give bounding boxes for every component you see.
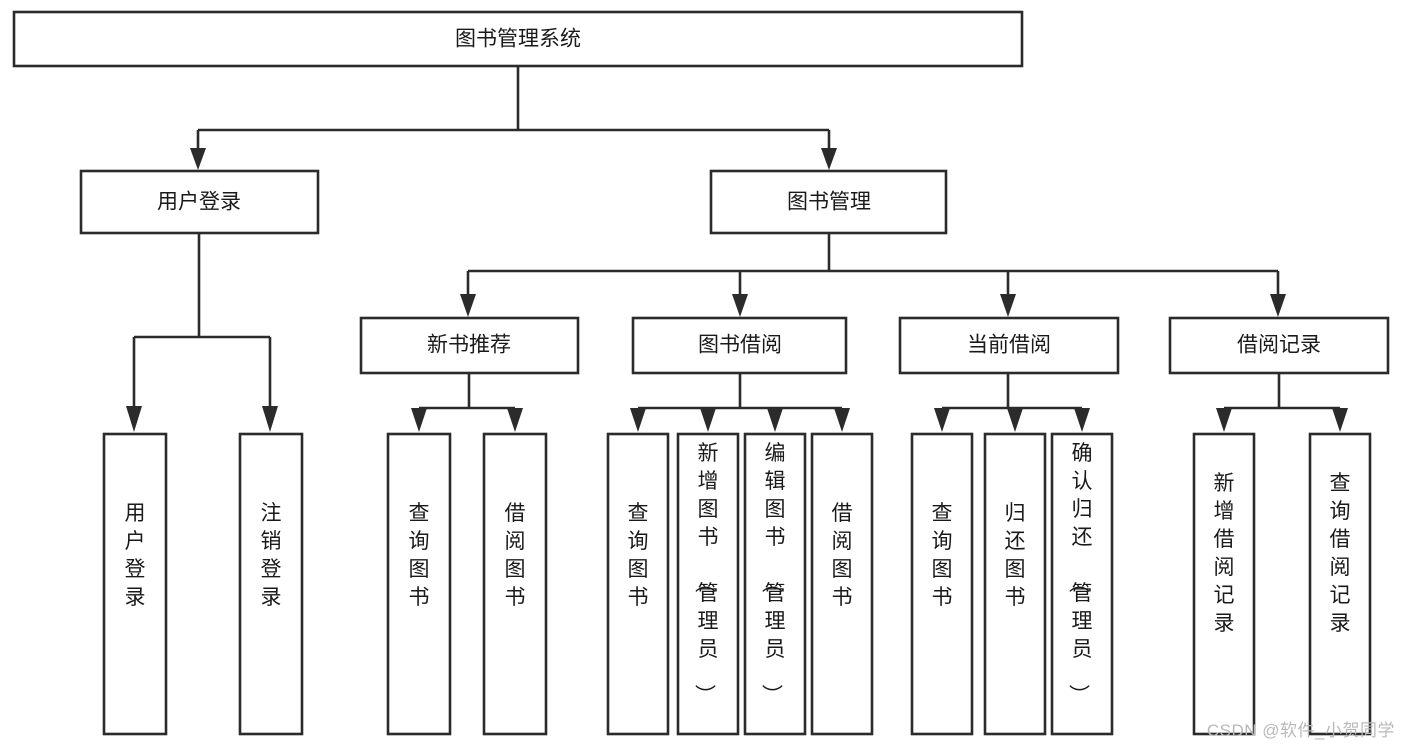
arrowhead-borrow-record bbox=[1270, 294, 1286, 317]
node-leaf-borrow-book-2[interactable]: 借阅图书 bbox=[810, 432, 874, 736]
node-root-box[interactable] bbox=[12, 10, 1024, 68]
node-leaf-user-login[interactable]: 用户登录 bbox=[102, 432, 168, 736]
arrowhead-leaf-user-login bbox=[126, 406, 142, 432]
node-leaf-query-book-2-box[interactable] bbox=[606, 432, 670, 736]
node-new-book-recommend[interactable]: 新书推荐 bbox=[359, 316, 580, 375]
arrowhead-leaf-add-book bbox=[700, 408, 716, 432]
arrowhead-user-login bbox=[190, 148, 206, 170]
node-leaf-query-borrow-record-box[interactable] bbox=[1308, 432, 1372, 736]
node-current-borrow-label: 当前借阅 bbox=[967, 334, 1051, 357]
arrowhead-current-borrow bbox=[1000, 294, 1016, 317]
node-leaf-add-borrow-record-box[interactable] bbox=[1192, 432, 1256, 736]
node-leaf-edit-book-box[interactable] bbox=[743, 432, 807, 736]
edge-layer bbox=[126, 66, 1348, 432]
node-root[interactable]: 图书管理系统 bbox=[12, 10, 1024, 68]
node-leaf-logout-login[interactable]: 注销登录 bbox=[238, 432, 304, 736]
arrowhead-book-borrow bbox=[732, 294, 748, 317]
node-leaf-borrow-book-2-box[interactable] bbox=[810, 432, 874, 736]
node-leaf-query-book-2-label: 查询图书 bbox=[628, 502, 649, 609]
node-leaf-borrow-book-2-label: 借阅图书 bbox=[832, 502, 853, 609]
node-leaf-borrow-book-1-box[interactable] bbox=[482, 432, 548, 736]
node-book-borrow[interactable]: 图书借阅 bbox=[631, 316, 848, 375]
node-leaf-query-book-1-box[interactable] bbox=[386, 432, 452, 736]
node-leaf-add-book[interactable]: 新增图书（管理员） bbox=[676, 432, 740, 736]
node-leaf-confirm-return[interactable]: 确认归还（管理员） bbox=[1050, 432, 1114, 736]
node-leaf-query-book-3[interactable]: 查询图书 bbox=[910, 432, 974, 736]
node-leaf-borrow-book-1-label: 借阅图书 bbox=[505, 502, 526, 609]
node-leaf-return-book-box[interactable] bbox=[983, 432, 1047, 736]
node-leaf-user-login-label: 用户登录 bbox=[125, 502, 146, 609]
arrowhead-leaf-edit-book bbox=[767, 408, 783, 432]
arrowhead-leaf-confirm-return bbox=[1074, 408, 1090, 432]
node-leaf-query-borrow-record[interactable]: 查询借阅记录 bbox=[1308, 432, 1372, 736]
node-new-book-recommend-label: 新书推荐 bbox=[427, 334, 511, 357]
node-book-management-label: 图书管理 bbox=[787, 191, 871, 214]
node-borrow-record-label: 借阅记录 bbox=[1237, 334, 1321, 357]
arrowhead-leaf-borrow-book-1 bbox=[507, 408, 523, 432]
node-user-login[interactable]: 用户登录 bbox=[79, 169, 320, 235]
node-borrow-record[interactable]: 借阅记录 bbox=[1168, 316, 1390, 375]
node-leaf-add-book-box[interactable] bbox=[676, 432, 740, 736]
node-root-label: 图书管理系统 bbox=[455, 28, 581, 51]
node-leaf-user-login-box[interactable] bbox=[102, 432, 168, 736]
arrowhead-leaf-query-book-2 bbox=[630, 408, 646, 432]
node-leaf-query-book-1-label: 查询图书 bbox=[409, 502, 430, 609]
arrowhead-leaf-query-borrow-record bbox=[1332, 408, 1348, 432]
leaf-nodes-layer: 用户登录 注销登录 查询图书 借阅图书 查询图书 新增图书（管理员） bbox=[102, 432, 1372, 736]
node-leaf-logout-login-box[interactable] bbox=[238, 432, 304, 736]
node-user-login-label: 用户登录 bbox=[157, 191, 241, 214]
node-leaf-confirm-return-box[interactable] bbox=[1050, 432, 1114, 736]
node-user-login-box[interactable] bbox=[79, 169, 320, 235]
node-leaf-confirm-return-label: 确认归还（管理员） bbox=[1067, 442, 1093, 705]
node-leaf-logout-login-label: 注销登录 bbox=[261, 502, 282, 609]
node-leaf-query-book-1[interactable]: 查询图书 bbox=[386, 432, 452, 736]
node-leaf-add-borrow-record-label: 新增借阅记录 bbox=[1214, 472, 1235, 635]
arrowhead-book-management bbox=[821, 148, 837, 170]
node-leaf-query-borrow-record-label: 查询借阅记录 bbox=[1330, 472, 1351, 635]
node-leaf-query-book-3-box[interactable] bbox=[910, 432, 974, 736]
node-current-borrow[interactable]: 当前借阅 bbox=[898, 316, 1120, 375]
node-book-borrow-box[interactable] bbox=[631, 316, 848, 375]
node-leaf-edit-book[interactable]: 编辑图书（管理员） bbox=[743, 432, 807, 736]
node-new-book-recommend-box[interactable] bbox=[359, 316, 580, 375]
node-leaf-add-book-label: 新增图书（管理员） bbox=[693, 442, 719, 705]
arrowhead-leaf-query-book-3 bbox=[934, 408, 950, 432]
arrowhead-leaf-query-book-1 bbox=[411, 408, 427, 432]
arrowhead-leaf-return-book bbox=[1007, 408, 1023, 432]
arrowhead-leaf-logout-login bbox=[262, 406, 278, 432]
node-leaf-edit-book-label: 编辑图书（管理员） bbox=[760, 442, 786, 705]
node-leaf-query-book-3-label: 查询图书 bbox=[932, 502, 953, 609]
arrowhead-leaf-add-borrow-record bbox=[1216, 408, 1232, 432]
arrowhead-leaf-borrow-book-2 bbox=[834, 408, 850, 432]
node-leaf-borrow-book-1[interactable]: 借阅图书 bbox=[482, 432, 548, 736]
node-book-management[interactable]: 图书管理 bbox=[709, 169, 948, 235]
node-leaf-return-book[interactable]: 归还图书 bbox=[983, 432, 1047, 736]
arrowhead-new-book-recommend bbox=[460, 294, 476, 317]
node-leaf-add-borrow-record[interactable]: 新增借阅记录 bbox=[1192, 432, 1256, 736]
node-leaf-query-book-2[interactable]: 查询图书 bbox=[606, 432, 670, 736]
node-book-borrow-label: 图书借阅 bbox=[698, 334, 782, 357]
node-leaf-return-book-label: 归还图书 bbox=[1005, 502, 1026, 609]
node-borrow-record-box[interactable] bbox=[1168, 316, 1390, 375]
node-book-management-box[interactable] bbox=[709, 169, 948, 235]
node-current-borrow-box[interactable] bbox=[898, 316, 1120, 375]
